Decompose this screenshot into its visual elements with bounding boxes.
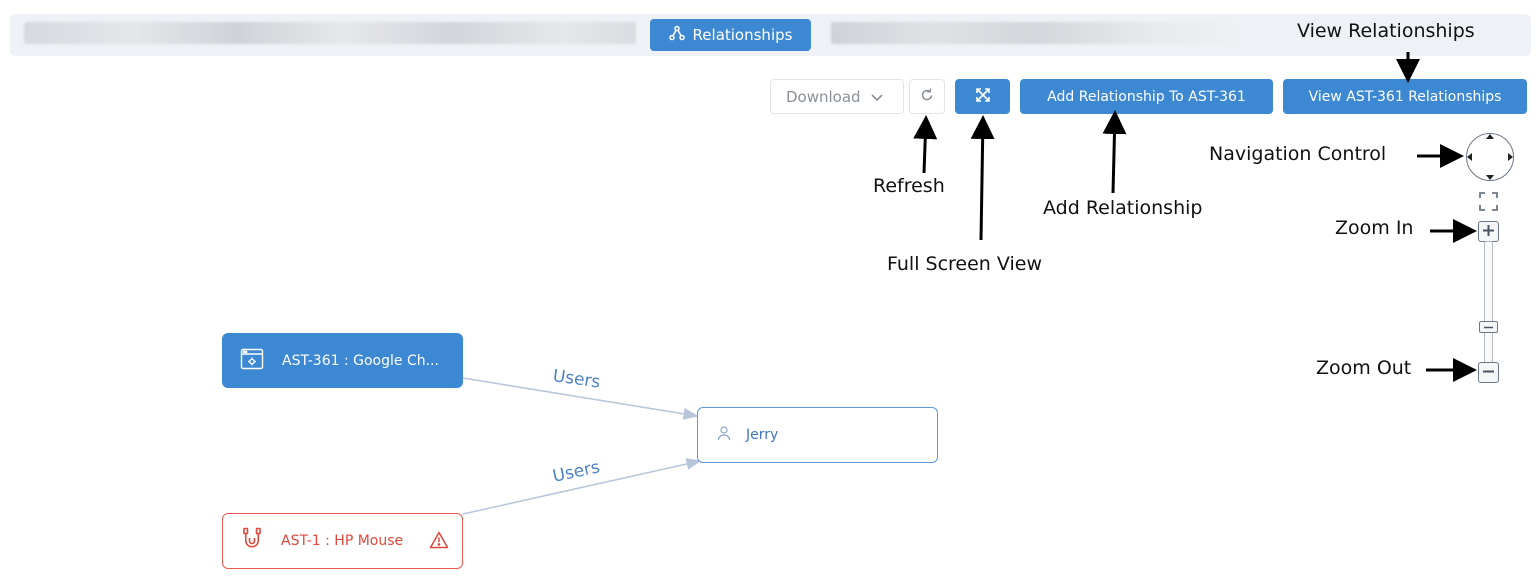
annotation-zoom-out: Zoom Out [1316, 357, 1412, 379]
plus-icon [1482, 222, 1495, 241]
refresh-button[interactable] [909, 79, 945, 114]
view-relationships-button[interactable]: View AST-361 Relationships [1283, 79, 1527, 114]
node-label: AST-361 : Google Ch... [282, 352, 439, 369]
node-label: Jerry [746, 427, 779, 443]
arrow-full-screen [970, 115, 995, 241]
chevron-down-icon [870, 88, 883, 106]
annotation-view-relationships: View Relationships [1297, 20, 1475, 42]
tab-relationships[interactable]: Relationships [650, 19, 811, 51]
annotation-navigation-control: Navigation Control [1209, 143, 1387, 165]
user-icon [716, 425, 732, 445]
add-relationship-button[interactable]: Add Relationship To AST-361 [1020, 79, 1273, 114]
tab-relationships-label: Relationships [692, 26, 793, 44]
zoom-slider-track[interactable] [1484, 241, 1493, 363]
arrow-refresh [913, 115, 938, 174]
node-label: AST-1 : HP Mouse [281, 533, 404, 549]
zoom-in-button[interactable] [1478, 221, 1499, 242]
node-ast-361[interactable]: AST-361 : Google Ch... [222, 333, 463, 388]
arrow-add-relationship [1102, 110, 1127, 194]
blurred-tabs-left [24, 22, 636, 44]
zoom-slider-handle[interactable] [1479, 321, 1498, 333]
navigation-control[interactable] [1465, 132, 1515, 182]
view-relationships-label: View AST-361 Relationships [1308, 88, 1502, 105]
zoom-out-button[interactable] [1478, 362, 1499, 383]
edge-label-1: Users [551, 366, 602, 393]
download-label: Download [786, 87, 861, 106]
minus-icon [1482, 363, 1495, 382]
annotation-zoom-in: Zoom In [1335, 217, 1414, 239]
annotation-full-screen-view: Full Screen View [887, 253, 1042, 275]
download-dropdown[interactable]: Download [770, 79, 904, 114]
annotation-refresh: Refresh [873, 175, 945, 197]
blurred-tabs-right [831, 22, 1235, 44]
warning-icon [429, 531, 449, 553]
annotation-add-relationship: Add Relationship [1043, 197, 1203, 219]
add-relationship-label: Add Relationship To AST-361 [1047, 88, 1246, 105]
full-screen-button[interactable] [955, 79, 1010, 114]
mouse-icon [241, 527, 263, 555]
edge-label-2: Users [550, 457, 602, 487]
application-icon [240, 347, 264, 375]
fit-screen-icon[interactable] [1478, 191, 1499, 212]
expand-icon [974, 86, 992, 108]
node-jerry[interactable]: Jerry [697, 407, 938, 463]
node-ast-1[interactable]: AST-1 : HP Mouse [222, 513, 463, 569]
refresh-icon [919, 87, 935, 107]
relationships-icon [668, 25, 685, 45]
